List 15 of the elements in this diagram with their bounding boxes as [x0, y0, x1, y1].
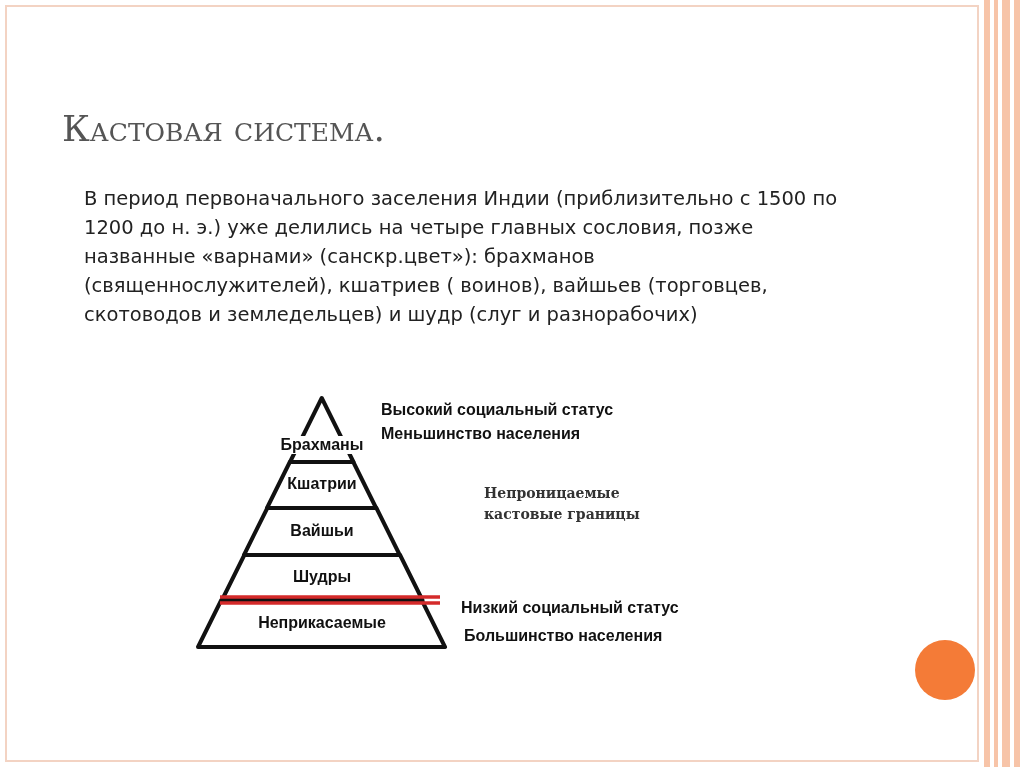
layer-label: Брахманы — [278, 436, 366, 454]
body-paragraph: В период первоначального заселения Индии (приблизительно с 1500 по 1200 до н. э.) уже делились на четыре главных сословия, позже названные «варнами» (санскр.цвет»): брахманов (священнослужителей), кшатриев ( воинов), вайшьев (торговцев, скотоводов и земледельцев) и шудр (слуг и разнорабочих) — [84, 186, 839, 328]
layer-label: Вайшьи — [290, 521, 354, 540]
side-note: Низкий социальный статус — [461, 599, 679, 617]
slide-title: Кастовая система. — [62, 108, 385, 149]
pyramid-layer — [198, 600, 446, 647]
side-note: Меньшинство населения — [381, 425, 581, 443]
pyramid-layer — [244, 508, 400, 555]
layer-label: Неприкасаемые — [258, 613, 386, 632]
side-note: Большинство населения — [464, 627, 663, 645]
pyramid-layer — [267, 462, 377, 508]
side-note: Непроницаемые кастовые границы — [484, 484, 641, 524]
layer-label: Кшатрии — [287, 475, 357, 493]
layer-label: Шудры — [292, 567, 352, 586]
side-note: Высокий социальный статус — [381, 401, 614, 419]
